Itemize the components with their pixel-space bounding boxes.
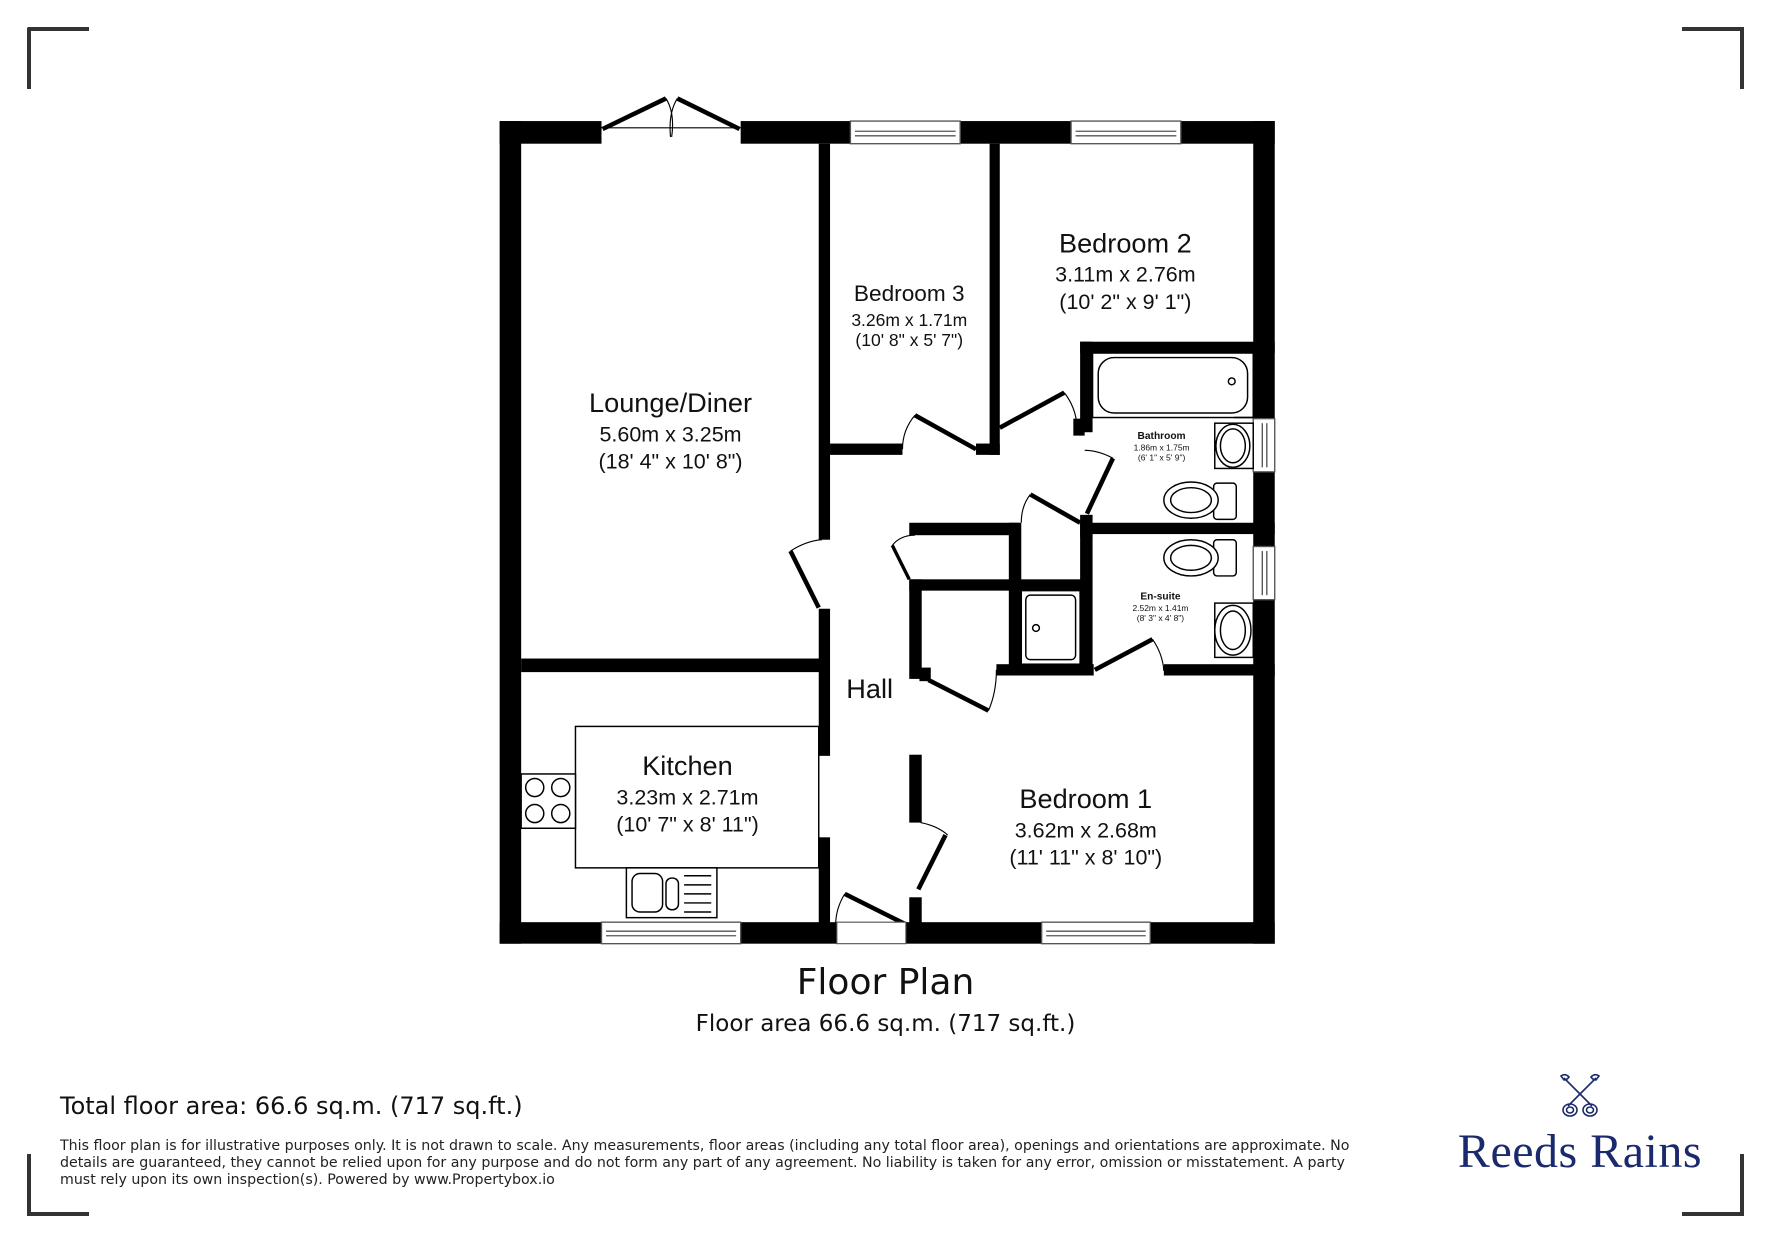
disclaimer-text: This floor plan is for illustrative purp… xyxy=(60,1138,1350,1188)
walls xyxy=(499,121,1275,944)
doors xyxy=(601,96,1165,945)
room-name: Bathroom xyxy=(1138,431,1186,442)
room-metric: 2.52m x 1.41m xyxy=(1132,603,1188,613)
room-imperial: (6' 1" x 5' 9") xyxy=(1138,453,1186,463)
room-metric: 3.23m x 2.71m xyxy=(616,786,758,810)
room-imperial: (10' 7" x 8' 11") xyxy=(616,813,758,837)
windows xyxy=(600,120,1276,945)
room-imperial: (11' 11" x 8' 10") xyxy=(1009,845,1162,869)
room-imperial: (18' 4" x 10' 8") xyxy=(598,449,742,473)
room-metric: 3.62m x 2.68m xyxy=(1015,818,1157,842)
plan-floor-area: Floor area 66.6 sq.m. (717 sq.ft.) xyxy=(695,1011,1076,1037)
crop-mark-top-right xyxy=(1682,27,1744,89)
room-name: Bedroom 2 xyxy=(1059,227,1192,258)
room-metric: 3.26m x 1.71m xyxy=(851,310,967,330)
room-metric: 5.60m x 3.25m xyxy=(599,422,741,446)
room-labels: Lounge/Diner 5.60m x 3.25m (18' 4" x 10'… xyxy=(589,227,1196,869)
kitchen-counter xyxy=(574,725,820,869)
room-name: Bedroom 3 xyxy=(854,281,965,306)
plan-title: Floor Plan xyxy=(796,962,975,1003)
total-floor-area: Total floor area: 66.6 sq.m. (717 sq.ft.… xyxy=(60,1092,523,1120)
room-name: Bedroom 1 xyxy=(1019,783,1152,814)
crop-mark-bottom-right xyxy=(1682,1154,1744,1216)
room-imperial: (8' 3" x 4' 8") xyxy=(1137,613,1185,623)
room-name: Hall xyxy=(846,673,893,704)
brand-name: Reeds Rains xyxy=(1457,1125,1703,1178)
room-name: En-suite xyxy=(1140,592,1180,603)
crossed-keys-icon xyxy=(1559,1073,1601,1117)
room-metric: 3.11m x 2.76m xyxy=(1055,263,1196,287)
room-imperial: (10' 2" x 9' 1") xyxy=(1059,290,1191,314)
room-metric: 1.86m x 1.75m xyxy=(1134,442,1190,452)
room-name: Lounge/Diner xyxy=(589,387,752,418)
room-name: Kitchen xyxy=(642,750,733,781)
crop-mark-bottom-left xyxy=(27,1154,89,1216)
room-imperial: (10' 8" x 5' 7") xyxy=(855,330,963,350)
fixtures xyxy=(520,352,1254,919)
crop-mark-top-left xyxy=(27,27,89,89)
brand-logo: Reeds Rains xyxy=(1430,1068,1730,1178)
